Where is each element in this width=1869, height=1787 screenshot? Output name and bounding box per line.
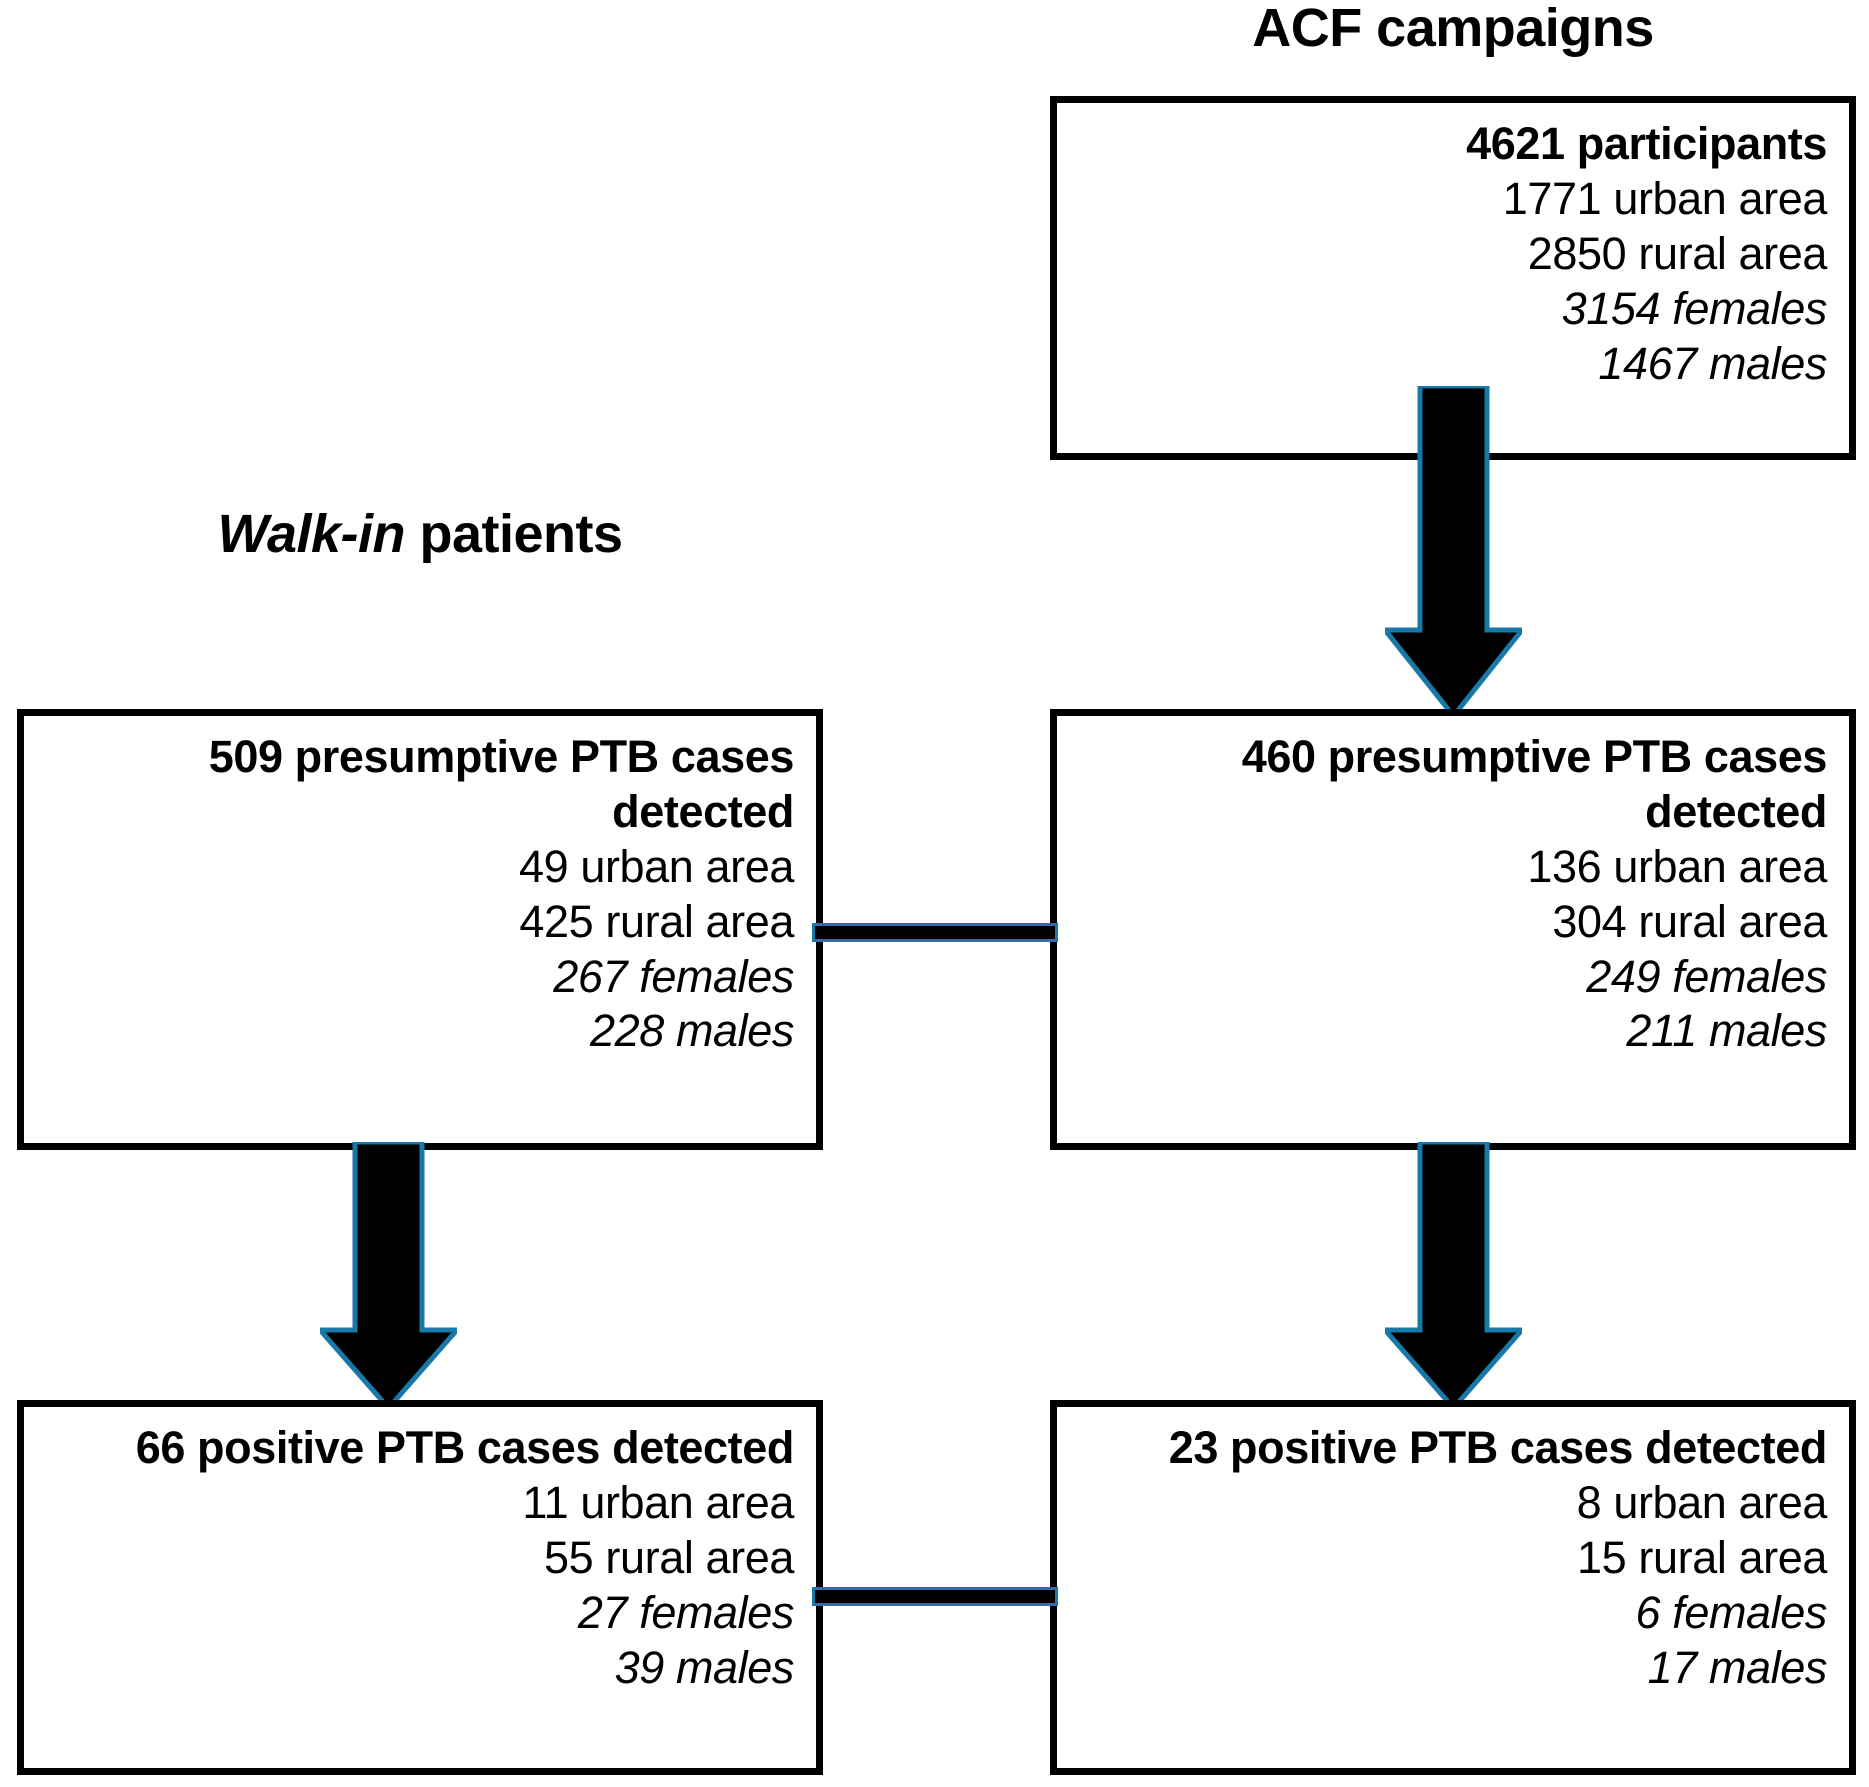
arrow-walkin-presumptive-to-positive bbox=[320, 1142, 457, 1408]
column-heading-walkin: Walk-in patients bbox=[17, 506, 823, 563]
box-acf-participants-lines: 4621 participants 1771 urban area 2850 r… bbox=[1079, 117, 1827, 391]
box-walkin-presumptive: 509 presumptive PTB cases detected 49 ur… bbox=[17, 709, 823, 1150]
box-walkin-presumptive-title: 509 presumptive PTB cases detected bbox=[208, 731, 795, 837]
box-acf-positive-rural: 15 rural area bbox=[1577, 1531, 1827, 1583]
box-acf-participants-title: 4621 participants bbox=[1466, 118, 1827, 169]
box-acf-participants-males: 1467 males bbox=[1598, 337, 1827, 389]
box-acf-positive-title: 23 positive PTB cases detected bbox=[1168, 1422, 1828, 1473]
box-walkin-positive-urban: 11 urban area bbox=[522, 1476, 794, 1528]
box-acf-presumptive-title: 460 presumptive PTB cases detected bbox=[1241, 731, 1828, 837]
column-heading-acf-label: ACF campaigns bbox=[1252, 0, 1654, 58]
box-walkin-positive-males: 39 males bbox=[614, 1641, 795, 1693]
box-walkin-presumptive-urban: 49 urban area bbox=[518, 840, 794, 892]
connector-presumptive-boxes bbox=[812, 923, 1058, 942]
box-walkin-presumptive-males: 228 males bbox=[589, 1005, 794, 1057]
box-acf-presumptive-urban: 136 urban area bbox=[1527, 840, 1827, 892]
box-walkin-presumptive-females: 267 females bbox=[553, 950, 794, 1002]
box-acf-participants-urban: 1771 urban area bbox=[1502, 172, 1828, 224]
box-acf-positive: 23 positive PTB cases detected 8 urban a… bbox=[1050, 1400, 1856, 1775]
box-walkin-presumptive-rural: 425 rural area bbox=[519, 895, 794, 947]
box-acf-participants-females: 3154 females bbox=[1561, 282, 1828, 334]
arrow-acf-presumptive-to-positive bbox=[1385, 1142, 1522, 1408]
box-acf-presumptive: 460 presumptive PTB cases detected 136 u… bbox=[1050, 709, 1856, 1150]
box-acf-presumptive-lines: 460 presumptive PTB cases detected 136 u… bbox=[1079, 730, 1828, 1059]
box-acf-presumptive-females: 249 females bbox=[1586, 950, 1827, 1002]
box-acf-participants: 4621 participants 1771 urban area 2850 r… bbox=[1050, 96, 1856, 460]
box-acf-positive-lines: 23 positive PTB cases detected 8 urban a… bbox=[1079, 1421, 1828, 1695]
box-acf-positive-urban: 8 urban area bbox=[1576, 1476, 1828, 1528]
column-heading-walkin-suffix: patients bbox=[404, 504, 623, 564]
connector-positive-boxes bbox=[812, 1587, 1058, 1606]
box-acf-presumptive-males: 211 males bbox=[1626, 1005, 1827, 1057]
box-acf-presumptive-rural: 304 rural area bbox=[1552, 895, 1827, 947]
box-walkin-positive: 66 positive PTB cases detected 11 urban … bbox=[17, 1400, 823, 1775]
box-walkin-positive-title: 66 positive PTB cases detected bbox=[135, 1422, 795, 1473]
box-walkin-positive-females: 27 females bbox=[577, 1586, 795, 1638]
box-walkin-positive-rural: 55 rural area bbox=[544, 1531, 794, 1583]
box-walkin-positive-lines: 66 positive PTB cases detected 11 urban … bbox=[46, 1421, 795, 1695]
column-heading-acf: ACF campaigns bbox=[1050, 0, 1856, 57]
box-acf-positive-females: 6 females bbox=[1635, 1586, 1828, 1638]
arrow-acf-participants-to-presumptive bbox=[1385, 386, 1522, 716]
box-acf-participants-rural: 2850 rural area bbox=[1527, 227, 1828, 279]
box-walkin-presumptive-lines: 509 presumptive PTB cases detected 49 ur… bbox=[46, 730, 795, 1059]
box-acf-positive-males: 17 males bbox=[1647, 1641, 1828, 1693]
column-heading-walkin-emphasis: Walk-in bbox=[217, 504, 405, 564]
